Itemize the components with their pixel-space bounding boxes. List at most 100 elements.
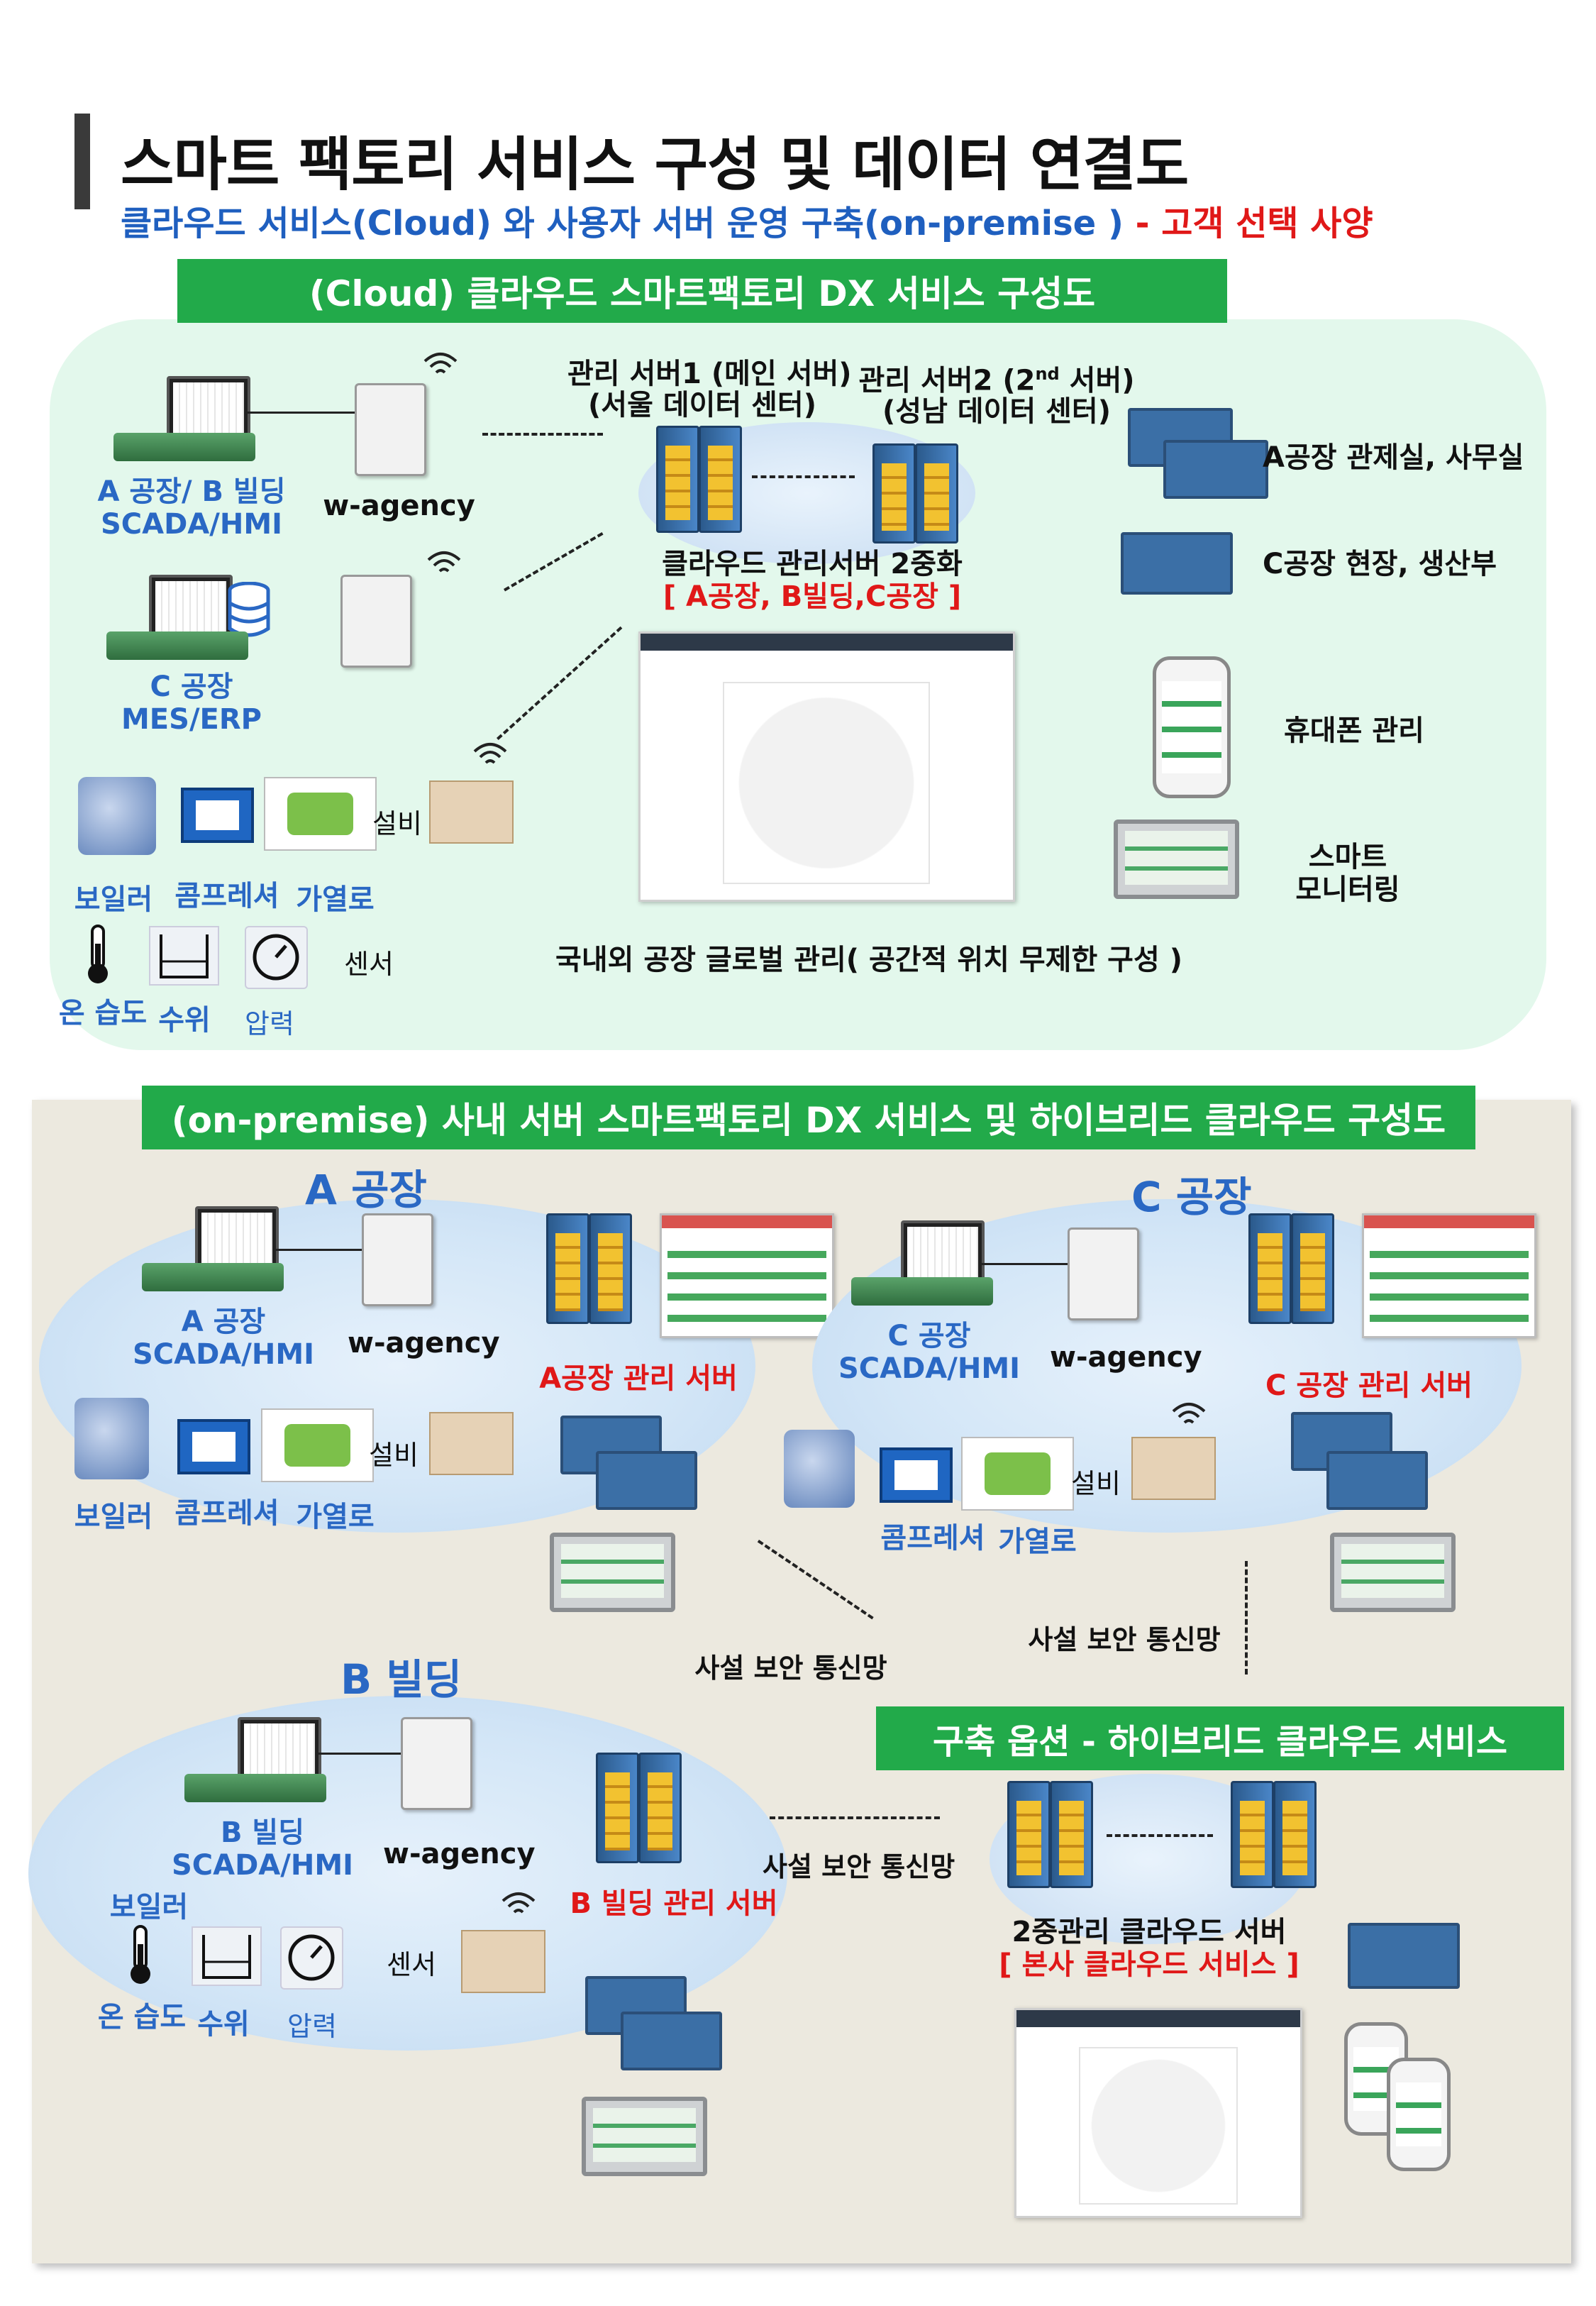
field-pc-icon bbox=[1121, 532, 1233, 595]
factory-c-title: C 공장 bbox=[1131, 1173, 1252, 1221]
wifi-icon bbox=[501, 1892, 536, 1914]
office-label: A공장 관제실, 사무실 bbox=[1263, 441, 1524, 474]
mobile-alarm-device bbox=[1131, 1437, 1216, 1500]
smart-monitor-icon bbox=[550, 1533, 675, 1612]
pressure-label: 압력 bbox=[287, 2011, 337, 2042]
cloud-section-banner: (Cloud) 클라우드 스마트팩토리 DX 서비스 구성도 bbox=[177, 259, 1227, 323]
water-level-icon bbox=[149, 926, 219, 986]
mobile-phone-icon bbox=[1153, 656, 1231, 798]
compressor-label: 콤프레셔 bbox=[174, 880, 279, 912]
compressor-label: 콤프레셔 bbox=[174, 1497, 279, 1530]
sync-arrow bbox=[1107, 1834, 1213, 1837]
subtitle-blue-text: 클라우드 서비스(Cloud) 와 사용자 서버 운영 구축(on-premis… bbox=[121, 204, 1124, 243]
server-rack bbox=[1273, 1781, 1317, 1888]
heater-image bbox=[264, 777, 377, 851]
phone-label: 휴대폰 관리 bbox=[1284, 715, 1424, 747]
dual-server-sub: [ A공장, B빌딩,C공장 ] bbox=[663, 580, 962, 613]
heater-image bbox=[961, 1437, 1074, 1511]
building-b-server-label: B 빌딩 관리 서버 bbox=[570, 1887, 778, 1920]
office-pc-icon bbox=[1326, 1451, 1428, 1510]
sensor-label: 센서 bbox=[344, 949, 394, 980]
boiler-image bbox=[78, 777, 156, 855]
server-rack bbox=[546, 1213, 589, 1324]
hybrid-banner: 구축 옵션 - 하이브리드 클라우드 서비스 bbox=[876, 1706, 1564, 1770]
connector-line bbox=[979, 1263, 1068, 1265]
thermometer-icon bbox=[131, 1925, 150, 1984]
plc-board bbox=[184, 1774, 326, 1802]
compressor-image bbox=[177, 1419, 250, 1474]
w-agency-device bbox=[355, 383, 426, 476]
dual-server-label: 클라우드 관리서버 2중화 bbox=[662, 548, 963, 580]
wifi-icon bbox=[473, 743, 507, 764]
wifi-icon bbox=[1172, 1403, 1206, 1424]
water-level-icon bbox=[192, 1926, 262, 1986]
w-agency-label: w-agency bbox=[323, 490, 475, 522]
pressure-label: 압력 bbox=[245, 1008, 294, 1039]
title-accent-bar bbox=[74, 114, 90, 209]
compressor-label: 콤프레셔 bbox=[880, 1522, 985, 1555]
thermometer-icon bbox=[88, 925, 108, 983]
temp-humid-label: 온 습도 bbox=[97, 2001, 187, 2034]
factory-a-wagency-label: w-agency bbox=[348, 1327, 500, 1359]
scada-monitor bbox=[167, 376, 250, 442]
global-management-label: 국내외 공장 글로벌 관리( 공간적 위치 무제한 구성 ) bbox=[555, 944, 1182, 976]
boiler-label: 보일러 bbox=[109, 1891, 189, 1924]
boiler-image bbox=[74, 1398, 149, 1479]
mobile-alarm-device bbox=[461, 1930, 545, 1993]
factory-a-server-label: A공장 관리 서버 bbox=[539, 1362, 738, 1395]
page-subtitle: 클라우드 서비스(Cloud) 와 사용자 서버 운영 구축(on-premis… bbox=[121, 195, 1373, 245]
equip-label: 설비 bbox=[372, 808, 422, 839]
sync-arrow bbox=[752, 475, 855, 478]
mobile-alarm-device bbox=[429, 780, 514, 844]
wifi-icon bbox=[427, 551, 461, 573]
boiler-label: 보일러 bbox=[74, 1501, 153, 1533]
server-rack bbox=[699, 426, 742, 533]
water-label: 수위 bbox=[158, 1004, 211, 1037]
server-rack bbox=[1231, 1781, 1274, 1888]
server-rack bbox=[656, 426, 699, 533]
plc-board bbox=[106, 631, 248, 660]
sensor-label: 센서 bbox=[387, 1949, 436, 1980]
mobile-alarm-device bbox=[429, 1412, 514, 1475]
server-rack bbox=[1050, 1781, 1093, 1888]
web-dashboard-screenshot bbox=[660, 1213, 834, 1338]
server-rack bbox=[589, 1213, 632, 1324]
server-rack bbox=[1291, 1213, 1334, 1324]
w-agency-device bbox=[401, 1717, 472, 1810]
office-pc-icon bbox=[1163, 440, 1268, 499]
server-rack bbox=[1248, 1213, 1292, 1324]
equip-label: 설비 bbox=[1071, 1468, 1121, 1499]
data-flow-arrow bbox=[482, 433, 603, 436]
heater-label: 가열로 bbox=[998, 1526, 1077, 1558]
factory-a-title: A 공장 bbox=[305, 1166, 427, 1214]
equip-label: 설비 bbox=[369, 1440, 419, 1471]
server-rack bbox=[915, 443, 958, 544]
smart-monitor-icon bbox=[582, 2097, 707, 2176]
web-dashboard-screenshot bbox=[1362, 1213, 1536, 1338]
water-label: 수위 bbox=[197, 2008, 250, 2041]
heater-label: 가열로 bbox=[296, 1501, 375, 1533]
building-b-wagency-label: w-agency bbox=[383, 1838, 536, 1870]
factory-c-wagency-label: w-agency bbox=[1050, 1341, 1202, 1374]
scada-monitor bbox=[238, 1717, 321, 1783]
heater-image bbox=[261, 1408, 374, 1482]
secure-net-label-1: 사설 보안 통신망 bbox=[694, 1653, 887, 1684]
server-rack bbox=[872, 443, 916, 544]
secure-net-label-2: 사설 보안 통신망 bbox=[1028, 1624, 1221, 1655]
secure-net-label-3: 사설 보안 통신망 bbox=[763, 1851, 955, 1882]
map-dashboard-screenshot bbox=[1014, 2008, 1302, 2218]
plc-board bbox=[851, 1277, 993, 1306]
server-rack bbox=[596, 1753, 639, 1863]
factory-c-server-label: C 공장 관리 서버 bbox=[1265, 1369, 1473, 1402]
field-label: C공장 현장, 생산부 bbox=[1263, 548, 1497, 580]
secure-link-arrow bbox=[770, 1816, 940, 1819]
plc-board bbox=[142, 1263, 284, 1291]
hybrid-server-label: 2중관리 클라우드 서버 bbox=[1012, 1916, 1287, 1948]
connector-line bbox=[316, 1753, 401, 1755]
temp-humid-label: 온 습도 bbox=[58, 997, 148, 1030]
